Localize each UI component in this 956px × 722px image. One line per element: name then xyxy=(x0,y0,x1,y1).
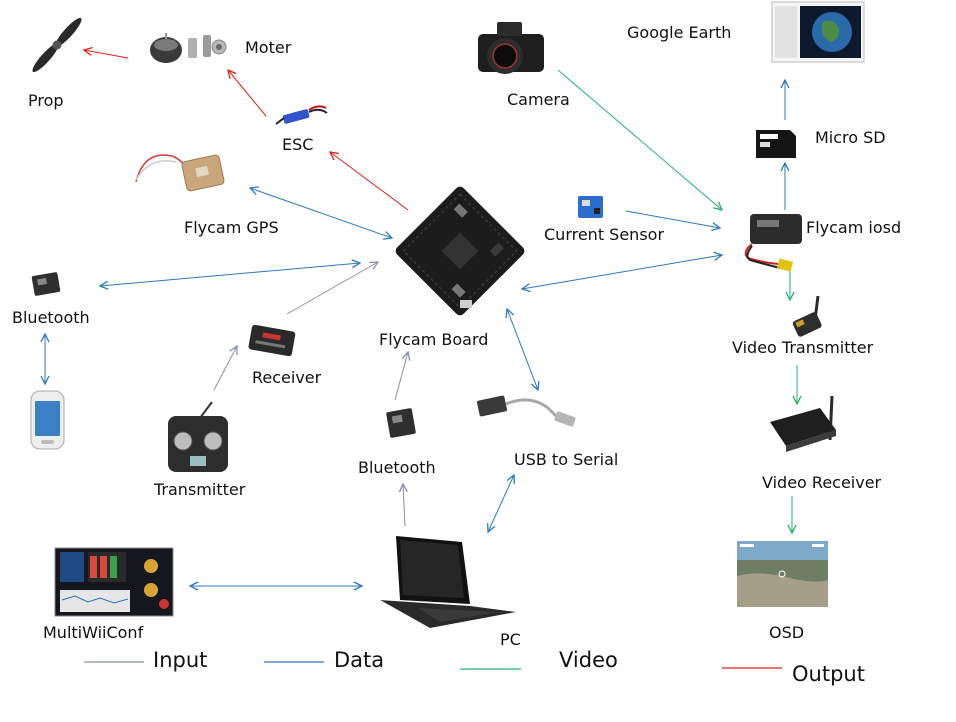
propeller-icon xyxy=(32,17,82,73)
label-micro-sd: Micro SD xyxy=(815,128,886,147)
camera-icon xyxy=(478,22,544,74)
label-prop: Prop xyxy=(28,91,64,110)
label-multiwiiconf: MultiWiiConf xyxy=(43,623,144,642)
label-esc: ESC xyxy=(282,135,313,154)
arrow-currentsensor-to-iosd xyxy=(625,210,720,228)
micro-sd-icon xyxy=(756,130,796,158)
arrow-pc-usbserial xyxy=(488,475,514,532)
laptop-icon xyxy=(380,536,516,628)
label-receiver: Receiver xyxy=(252,368,322,387)
legend-video-label: Video xyxy=(559,648,618,672)
arrow-board-iosd xyxy=(522,255,722,289)
arrow-transmitter-to-receiver xyxy=(213,346,237,391)
label-google-earth: Google Earth xyxy=(627,23,731,42)
arrow-moter-to-prop xyxy=(84,50,129,59)
label-moter: Moter xyxy=(245,38,292,57)
rc-transmitter-icon xyxy=(168,401,228,472)
label-osd: OSD xyxy=(769,623,804,642)
label-bluetooth-bottom: Bluetooth xyxy=(358,458,436,477)
google-earth-screenshot-icon xyxy=(771,1,865,63)
usb-cable-icon xyxy=(477,395,576,427)
video-transmitter-icon xyxy=(792,295,822,337)
smartphone-icon xyxy=(30,390,65,450)
connectors xyxy=(45,50,797,586)
rc-receiver-icon xyxy=(248,324,296,357)
label-current-sensor: Current Sensor xyxy=(544,225,664,244)
osd-module-icon xyxy=(744,214,802,272)
label-video-receiver: Video Receiver xyxy=(762,473,882,492)
label-video-transmitter: Video Transmitter xyxy=(732,338,874,357)
label-bluetooth-left: Bluetooth xyxy=(12,308,90,327)
arrow-receiver-to-board xyxy=(286,262,378,315)
label-usb-serial: USB to Serial xyxy=(514,450,618,469)
arrow-bluetooth-to-board xyxy=(394,352,408,401)
arrow-pc-to-bluetooth xyxy=(403,484,405,527)
arrow-board-usbserial xyxy=(507,309,538,390)
esc-icon xyxy=(275,105,328,125)
label-flycam-iosd: Flycam iosd xyxy=(806,218,901,237)
legend-output-label: Output xyxy=(792,662,865,686)
label-flycam-board: Flycam Board xyxy=(379,330,488,349)
arrow-board-to-esc xyxy=(330,152,409,211)
flight-controller-icon xyxy=(395,186,525,316)
legend-input-label: Input xyxy=(153,648,207,672)
current-sensor-icon xyxy=(578,196,603,218)
label-pc: PC xyxy=(500,630,521,649)
video-receiver-icon xyxy=(770,395,836,452)
legend: Input Data Video Output xyxy=(84,648,865,686)
arrow-camera-to-iosd xyxy=(557,69,722,210)
label-transmitter: Transmitter xyxy=(153,480,246,499)
software-screenshot-icon xyxy=(54,547,174,617)
bluetooth-module-icon xyxy=(386,408,416,438)
label-flycam-gps: Flycam GPS xyxy=(184,218,279,237)
label-camera: Camera xyxy=(507,90,570,109)
legend-data-label: Data xyxy=(334,648,384,672)
arrow-board-bluetooth-left xyxy=(100,263,360,286)
osd-view-icon xyxy=(737,541,828,607)
motor-icon xyxy=(150,33,227,63)
bluetooth-module-icon xyxy=(31,272,61,296)
gps-module-icon xyxy=(135,154,225,192)
arrow-board-gps xyxy=(250,188,392,238)
arrow-esc-to-moter xyxy=(228,70,267,117)
